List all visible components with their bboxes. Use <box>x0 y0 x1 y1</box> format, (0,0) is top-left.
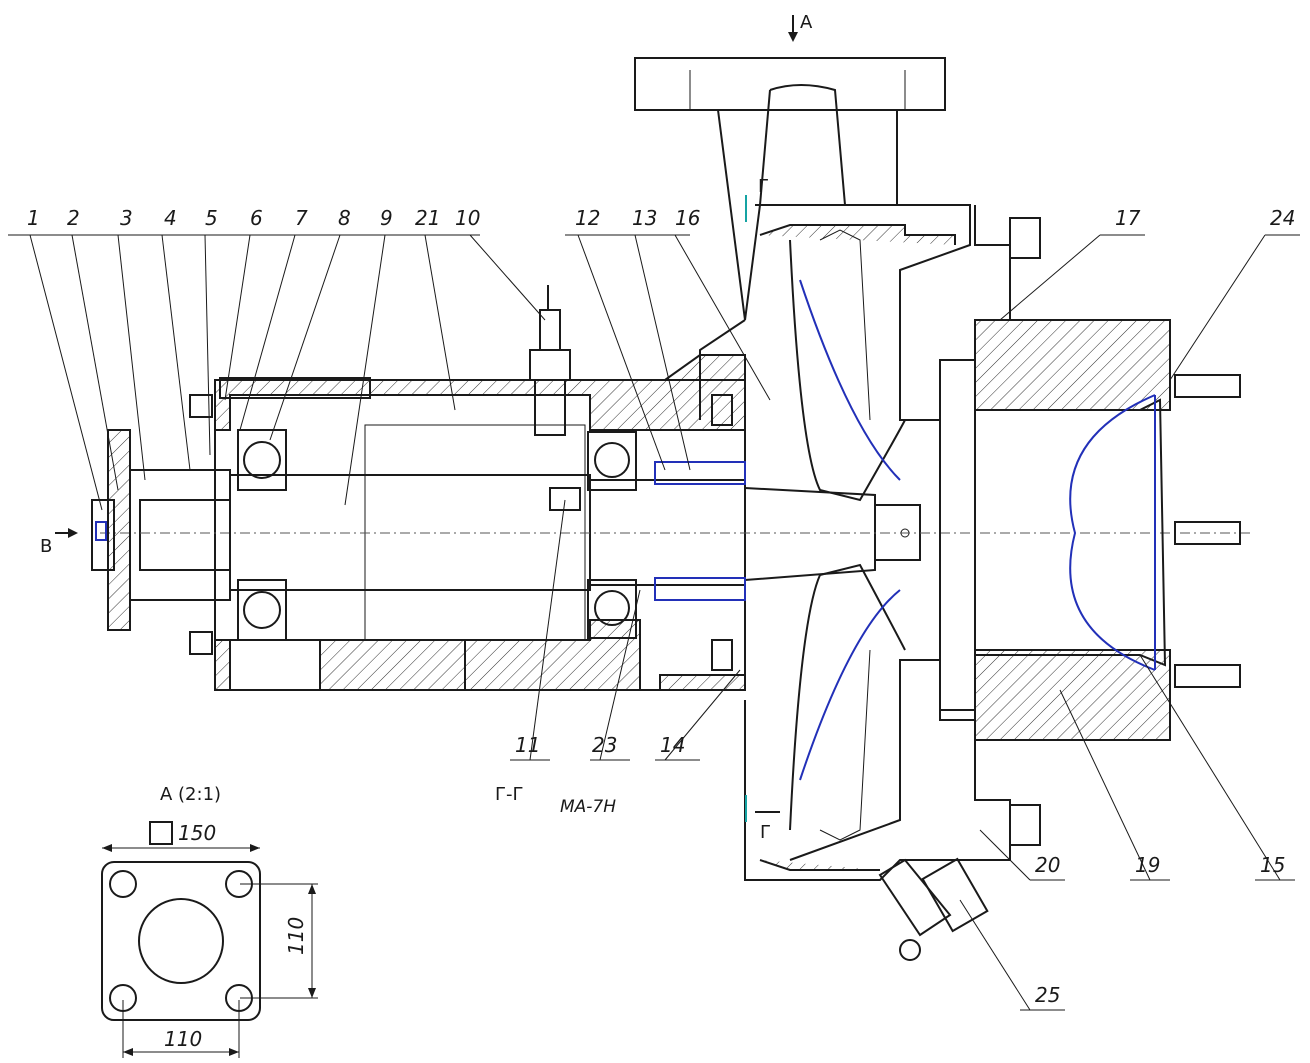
callout-6: 6 <box>250 206 263 230</box>
callout-8: 8 <box>338 206 351 230</box>
callout-11: 11 <box>515 733 540 757</box>
bearing-left <box>237 429 287 641</box>
casing-bolts <box>1009 217 1041 846</box>
callout-13: 13 <box>632 206 657 230</box>
callout-25: 25 <box>1035 983 1060 1007</box>
callout-leaders <box>8 234 1300 1011</box>
callout-17: 17 <box>1115 206 1141 230</box>
callout-10: 10 <box>455 206 480 230</box>
model-label: МА-7Н <box>560 797 616 817</box>
section-letter-top: Г <box>758 176 769 197</box>
callout-numbers: 1 2 3 4 5 6 7 8 9 21 10 12 13 16 17 24 1… <box>27 206 1295 1007</box>
callout-9: 9 <box>380 206 393 230</box>
callout-24: 24 <box>1270 206 1295 230</box>
bearing-right <box>587 431 637 639</box>
coupling-flange <box>91 429 231 631</box>
callout-20: 20 <box>1035 853 1060 877</box>
callout-14: 14 <box>660 733 685 757</box>
section-marker-top: Г <box>745 176 780 222</box>
view-label-b: B <box>40 536 52 557</box>
detail-title: A (2:1) <box>160 784 221 805</box>
section-marker-bottom: Г <box>745 795 780 843</box>
callout-5: 5 <box>205 206 218 230</box>
housing-bolts <box>189 377 371 655</box>
front-cover <box>939 319 1241 741</box>
section-letter-bottom: Г <box>760 822 771 843</box>
drain-valve <box>878 857 989 961</box>
view-label-a: A <box>800 12 813 33</box>
sensor <box>529 285 571 436</box>
impeller <box>789 229 906 841</box>
callout-12: 12 <box>575 206 600 230</box>
mechanical-seal <box>654 394 746 671</box>
pump-casing <box>699 204 1011 881</box>
detail-dim-horizontal: 110 <box>164 1027 202 1051</box>
discharge-flange <box>634 57 946 321</box>
detail-dim-vertical: 110 <box>284 917 308 955</box>
callout-2: 2 <box>67 206 80 230</box>
detail-square-dim: 150 <box>178 821 216 845</box>
square-symbol-icon <box>149 821 173 845</box>
callout-1: 1 <box>27 206 40 230</box>
view-marker-b: B <box>40 528 78 557</box>
callout-15: 15 <box>1260 853 1285 877</box>
callout-4: 4 <box>164 206 177 230</box>
view-marker-a: A <box>788 12 813 42</box>
callout-16: 16 <box>675 206 700 230</box>
detail-flange-outline <box>101 861 261 1021</box>
detail-view-a: A (2:1) 150 110 110 <box>101 784 318 1058</box>
callout-3: 3 <box>120 206 133 230</box>
callout-21: 21 <box>415 206 440 230</box>
section-title: Г-Г <box>495 784 523 805</box>
shaft <box>100 424 1250 641</box>
callout-23: 23 <box>592 733 617 757</box>
callout-19: 19 <box>1135 853 1160 877</box>
callout-7: 7 <box>295 206 308 230</box>
